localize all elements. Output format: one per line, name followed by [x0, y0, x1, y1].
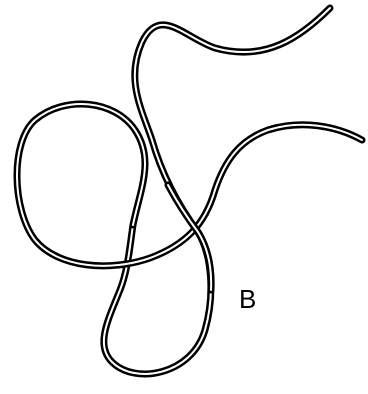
figure-label: B	[239, 284, 256, 314]
strand-left-loop	[17, 104, 362, 266]
